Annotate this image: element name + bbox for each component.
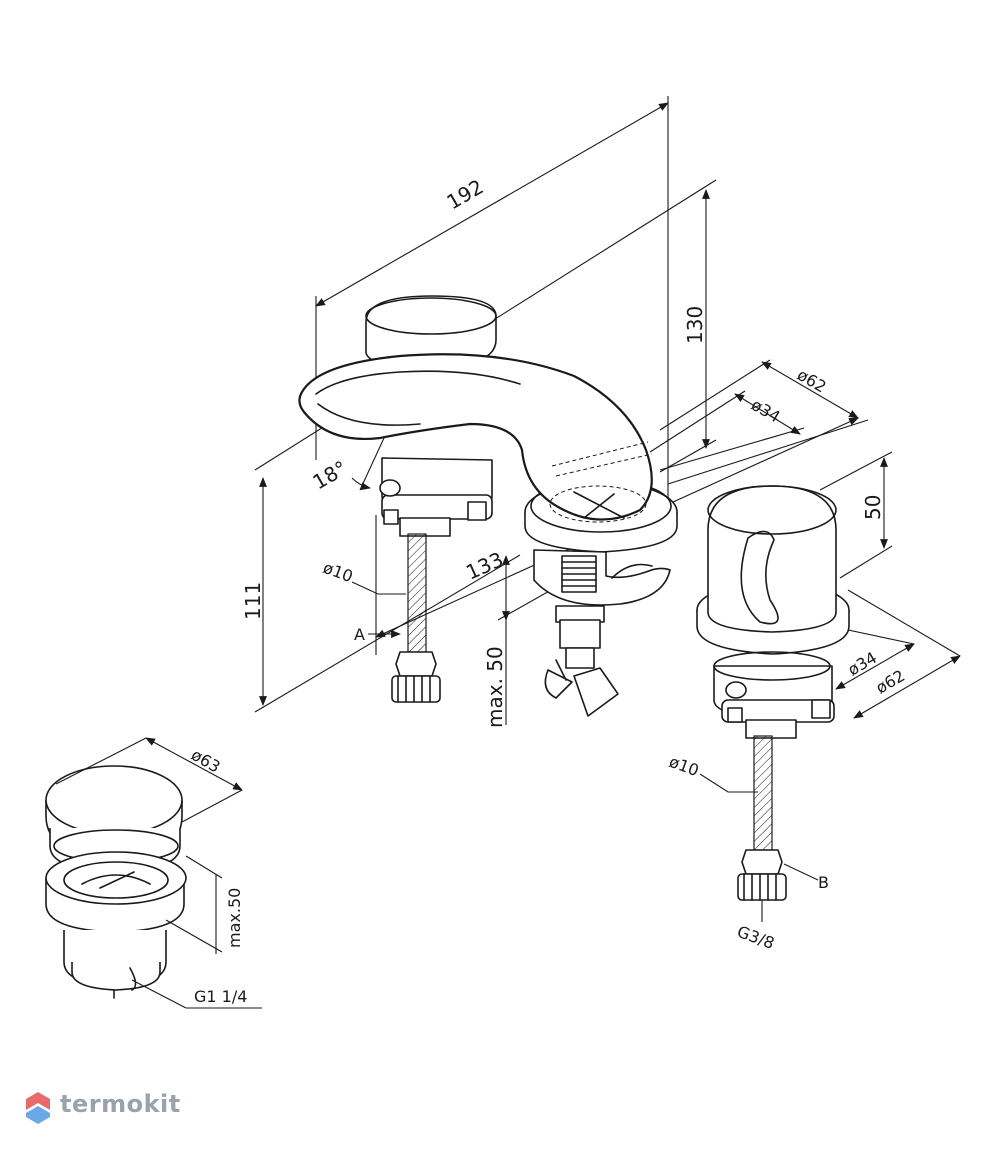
dim-d10-left: ø10: [321, 558, 356, 586]
dim-d62-right: ø62: [873, 666, 909, 698]
dim-50: 50: [861, 495, 885, 520]
dim-g1-1-4: G1 1/4: [194, 987, 247, 1006]
dim-d34-top: ø34: [748, 395, 784, 427]
callout-a: A: [354, 625, 365, 644]
dimension-lines: [254, 96, 961, 922]
spout: [298, 353, 678, 717]
dim-max-50: max. 50: [483, 646, 507, 728]
dim-111: 111: [241, 582, 265, 620]
dim-d10-right: ø10: [667, 752, 702, 780]
dim-133: 133: [462, 547, 507, 584]
dim-d34-right: ø34: [845, 648, 881, 680]
termokit-watermark: termokit: [60, 1090, 181, 1118]
dim-drain-max50: max.50: [225, 888, 244, 948]
dim-130: 130: [683, 306, 707, 344]
callout-b: B: [818, 873, 829, 892]
dim-d62-top: ø62: [794, 365, 830, 397]
dim-192: 192: [443, 174, 488, 214]
left-valve: [365, 295, 497, 703]
dim-d63: ø63: [188, 745, 224, 777]
dim-angle-18: 18°: [309, 456, 352, 495]
drain: [45, 737, 262, 1009]
right-valve: [696, 485, 850, 901]
dim-g3-8: G3/8: [735, 922, 777, 953]
termokit-logo-icon: [26, 1092, 50, 1124]
